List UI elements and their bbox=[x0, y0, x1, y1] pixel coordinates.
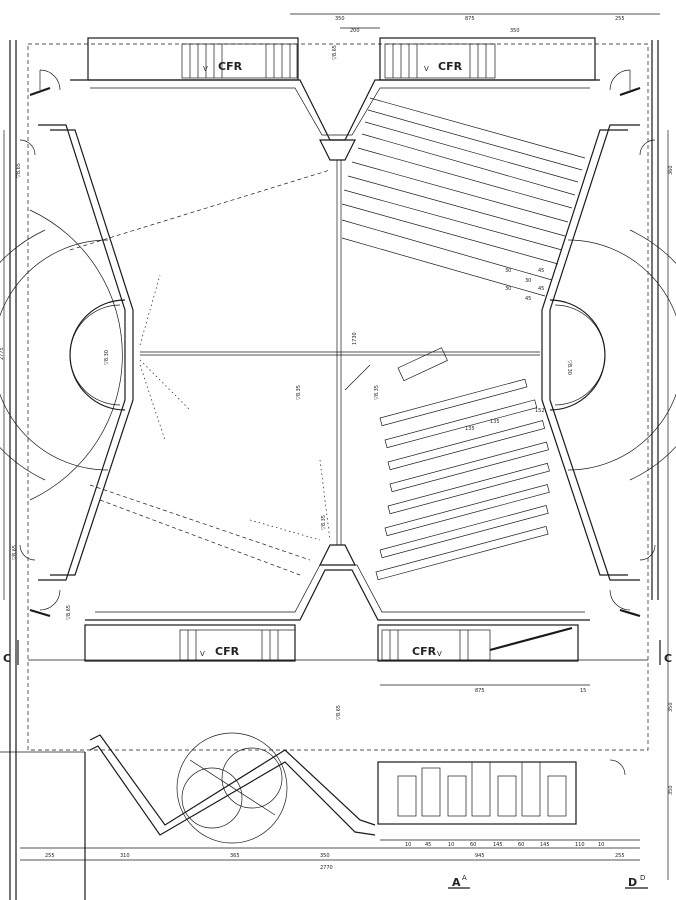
dim-bottom-5: 2770 bbox=[320, 865, 333, 871]
seat-dim-6: 45 bbox=[525, 296, 531, 302]
level-mark-3: ▽8.65 bbox=[12, 545, 18, 560]
dim-bottom-2: 310 bbox=[120, 853, 130, 859]
svg-text:D: D bbox=[640, 874, 645, 882]
sight-lines bbox=[69, 169, 371, 576]
lower-right-cubicles bbox=[377, 761, 577, 825]
dim-right-2: 350 bbox=[668, 702, 674, 712]
lower-area bbox=[0, 732, 376, 900]
seat-dim-5: 30 bbox=[525, 278, 531, 284]
bottom-dimension-chain: 255 310 365 350 2770 945 10 45 10 60 145… bbox=[20, 839, 640, 871]
stair-label-v-1: V bbox=[203, 65, 208, 73]
section-marker-d-top: D bbox=[640, 874, 645, 882]
dim-bottom-11: 145 bbox=[493, 842, 503, 848]
level-mark-4: ▽8.65 bbox=[66, 605, 72, 620]
main-hall-outline bbox=[38, 79, 640, 621]
level-mark-5: ▽8.65 bbox=[336, 705, 342, 720]
seat-dim-9: 152 bbox=[535, 408, 545, 414]
level-mark-6: ▽8.30 bbox=[104, 350, 110, 365]
right-dimensions: 360 350 350 bbox=[667, 130, 674, 880]
dim-bottom-4: 350 bbox=[320, 853, 330, 859]
dim-bottom-6: 945 bbox=[475, 853, 485, 859]
dim-bottom-3: 365 bbox=[230, 853, 240, 859]
stair-label-v-4: V bbox=[437, 650, 442, 658]
seat-dimensions: 30 45 30 45 30 45 135 135 152 bbox=[465, 268, 545, 432]
doors bbox=[19, 69, 656, 776]
stairs-bottom: CFR V CFR V bbox=[84, 624, 579, 662]
level-mark-2: ▽8.65 bbox=[332, 45, 338, 60]
dim-bottom-1: 255 bbox=[45, 853, 55, 859]
stair-label-cfr-4: CFR bbox=[412, 645, 437, 658]
stair-label-cfr-3: CFR bbox=[215, 645, 240, 658]
section-marker-a-bottom: A bbox=[448, 876, 470, 889]
level-marks: ▽8.65 ▽8.65 ▽8.65 ▽8.65 ▽8.65 ▽8.30 ▽8.3… bbox=[12, 45, 572, 720]
dim-top-5: 350 bbox=[510, 28, 520, 34]
seat-dim-8: 135 bbox=[490, 419, 500, 425]
level-mark-1: ▽8.65 bbox=[16, 163, 22, 178]
side-apses bbox=[0, 209, 676, 501]
stair-label-v-3: V bbox=[200, 650, 205, 658]
svg-text:A: A bbox=[462, 874, 467, 882]
stair-label-cfr-1: CFR bbox=[218, 60, 243, 73]
svg-text:C: C bbox=[3, 652, 11, 665]
dim-top-4: 200 bbox=[350, 28, 360, 34]
section-markers: C C A A D D bbox=[3, 640, 672, 889]
section-marker-c-left: C bbox=[3, 640, 19, 665]
seating-lower-right bbox=[375, 347, 550, 581]
level-mark-7: ▽8.30 bbox=[566, 360, 572, 375]
dim-bottom-9: 10 bbox=[448, 842, 454, 848]
seat-dim-4: 45 bbox=[538, 286, 544, 292]
dim-bottom-10: 60 bbox=[470, 842, 476, 848]
seating-upper-right bbox=[341, 97, 586, 297]
dim-bottom-16: 255 bbox=[615, 853, 625, 859]
svg-text:A: A bbox=[452, 876, 461, 889]
stair-label-v-2: V bbox=[424, 65, 429, 73]
stair-label-cfr-2: CFR bbox=[438, 60, 463, 73]
level-mark-8: ▽8.35 bbox=[296, 385, 302, 400]
mid-dimensions: 1730 875 15 bbox=[352, 332, 590, 694]
stairs-top: CFR V CFR V bbox=[87, 37, 596, 81]
dim-bottom-12: 60 bbox=[518, 842, 524, 848]
dim-left-1: 2775 bbox=[0, 347, 5, 360]
section-marker-a-top: A bbox=[462, 874, 467, 882]
seat-dim-7: 135 bbox=[465, 426, 475, 432]
dim-bottom-14: 110 bbox=[575, 842, 585, 848]
dim-mid-1: 1730 bbox=[352, 332, 358, 345]
dim-bottom-8: 45 bbox=[425, 842, 431, 848]
dim-bottom-13: 145 bbox=[540, 842, 550, 848]
dim-mid-2: 875 bbox=[475, 688, 485, 694]
dim-top-1: 350 bbox=[335, 16, 345, 22]
seat-dim-3: 30 bbox=[505, 286, 511, 292]
svg-text:D: D bbox=[628, 876, 637, 889]
svg-text:C: C bbox=[664, 652, 672, 665]
level-mark-9: ▽8.35 bbox=[374, 385, 380, 400]
dim-bottom-15: 10 bbox=[598, 842, 604, 848]
dim-top-3: 255 bbox=[615, 16, 625, 22]
stair-treads-top-left bbox=[189, 44, 291, 78]
dim-top-2: 875 bbox=[465, 16, 475, 22]
left-dimension: 2775 bbox=[0, 130, 5, 600]
outer-walls bbox=[9, 40, 659, 900]
dim-bottom-7: 10 bbox=[405, 842, 411, 848]
dim-right-1: 360 bbox=[668, 165, 674, 175]
section-marker-c-right: C bbox=[659, 640, 672, 665]
stair-treads-top-right bbox=[392, 44, 487, 78]
top-dimension-chain: 350 875 255 200 350 bbox=[290, 13, 660, 34]
seat-dim-1: 30 bbox=[505, 268, 511, 274]
dim-right-3: 350 bbox=[668, 785, 674, 795]
seat-dim-2: 45 bbox=[538, 268, 544, 274]
section-marker-d-bottom: D bbox=[625, 876, 648, 889]
dim-mid-3: 15 bbox=[580, 688, 586, 694]
level-mark-10: ▽8.35 bbox=[321, 515, 327, 530]
